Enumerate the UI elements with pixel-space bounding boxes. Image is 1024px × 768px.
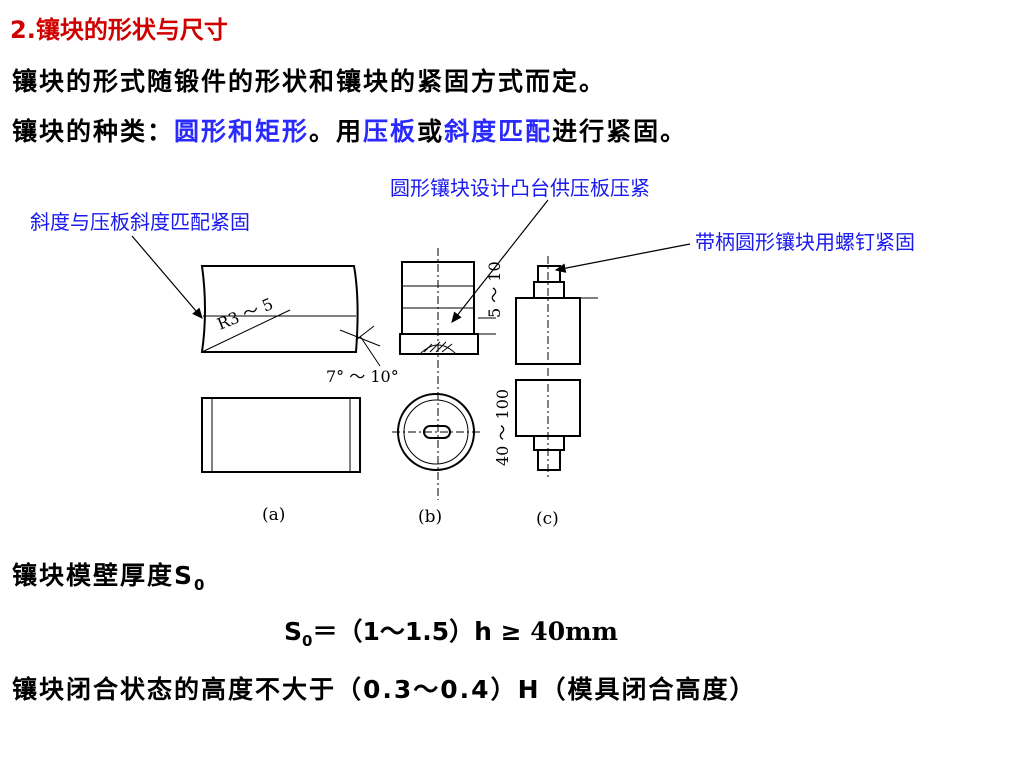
caption-c: (c) bbox=[536, 509, 559, 529]
dim-5-10: 5 ～ 10 bbox=[485, 261, 504, 318]
closed-height-line: 镶块闭合状态的高度不大于（0.3～0.4）H（模具闭合高度） bbox=[12, 675, 757, 704]
hatch-b bbox=[423, 341, 453, 353]
label-round-boss: 圆形镶块设计凸台供压板压紧 bbox=[390, 176, 650, 200]
types-plate: 压板 bbox=[363, 117, 418, 146]
formula-value: 40mm bbox=[530, 617, 618, 646]
label-handle: 带柄圆形镶块用螺钉紧固 bbox=[695, 230, 915, 254]
formula-eq: ＝（1～1.5）h ≥ bbox=[312, 617, 531, 646]
figure-a-top bbox=[200, 265, 381, 353]
figure-b-front bbox=[399, 248, 496, 500]
wall-text: 镶块模壁厚度S bbox=[12, 561, 195, 590]
wall-sub: 0 bbox=[194, 576, 207, 594]
types-shapes: 圆形和矩形 bbox=[174, 117, 310, 146]
label-slope: 斜度与压板斜度匹配紧固 bbox=[30, 210, 250, 234]
figure-a-bottom bbox=[201, 397, 361, 473]
figure-b-top bbox=[392, 393, 482, 471]
figure-c bbox=[515, 256, 598, 480]
types-or: 或 bbox=[417, 117, 445, 146]
types-prefix: 镶块的种类： bbox=[12, 117, 175, 146]
dim-r3-5: R3 ～ 5 bbox=[214, 294, 275, 334]
formula-s: S bbox=[284, 617, 303, 646]
types-mid1: 。用 bbox=[309, 117, 364, 146]
thickness-formula: S0＝（1～1.5）h ≥ 40mm bbox=[284, 612, 618, 650]
intro-line: 镶块的形式随锻件的形状和镶块的紧固方式而定。 bbox=[12, 67, 607, 96]
leader-angle bbox=[359, 335, 381, 367]
slide-title: 2.镶块的形状与尺寸 bbox=[10, 16, 228, 44]
wall-thickness-line: 镶块模壁厚度S0 bbox=[12, 556, 206, 594]
dim-40-100: 40 ～ 100 bbox=[493, 389, 512, 466]
types-slope: 斜度匹配 bbox=[444, 117, 553, 146]
caption-a: (a) bbox=[262, 505, 285, 525]
leader-handle bbox=[554, 243, 691, 273]
caption-b: (b) bbox=[418, 507, 442, 527]
formula-sub: 0 bbox=[302, 632, 313, 650]
leader-slope bbox=[131, 235, 203, 319]
types-line: 镶块的种类：圆形和矩形。用压板或斜度匹配进行紧固。 bbox=[12, 112, 687, 148]
leader-round-boss bbox=[451, 199, 549, 323]
dim-angle: 7° ～ 10° bbox=[326, 367, 399, 386]
types-suffix: 进行紧固。 bbox=[552, 117, 688, 146]
